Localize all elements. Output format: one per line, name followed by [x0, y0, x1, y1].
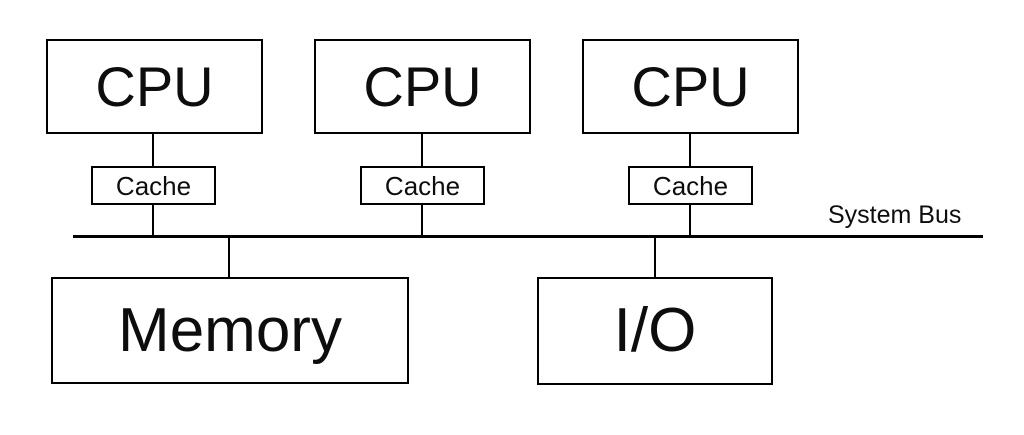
- memory-box: Memory: [51, 277, 409, 384]
- connector-cache2-bus: [421, 205, 423, 237]
- cpu-label-3: CPU: [631, 54, 750, 118]
- system-bus-label: System Bus: [828, 201, 962, 229]
- io-label: I/O: [613, 296, 697, 365]
- cpu-box-3: CPU: [582, 39, 799, 134]
- cpu-label-1: CPU: [95, 54, 214, 118]
- cpu-label-2: CPU: [363, 54, 482, 118]
- connector-cpu3-cache3: [689, 134, 691, 166]
- connector-cache3-bus: [689, 205, 691, 237]
- cache-label-1: Cache: [115, 170, 192, 201]
- cache-label-2: Cache: [384, 170, 461, 201]
- connector-bus-memory: [228, 238, 230, 277]
- cpu-box-2: CPU: [314, 39, 531, 134]
- connector-cpu1-cache1: [152, 134, 154, 166]
- connector-bus-io: [654, 238, 656, 277]
- connector-cache1-bus: [152, 205, 154, 237]
- system-bus-line: [73, 235, 983, 238]
- cpu-box-1: CPU: [46, 39, 263, 134]
- io-box: I/O: [537, 277, 773, 385]
- cache-box-1: Cache: [91, 166, 216, 205]
- cache-box-3: Cache: [628, 166, 753, 205]
- memory-label: Memory: [118, 295, 342, 365]
- cache-box-2: Cache: [360, 166, 485, 205]
- cache-label-3: Cache: [652, 170, 729, 201]
- connector-cpu2-cache2: [421, 134, 423, 166]
